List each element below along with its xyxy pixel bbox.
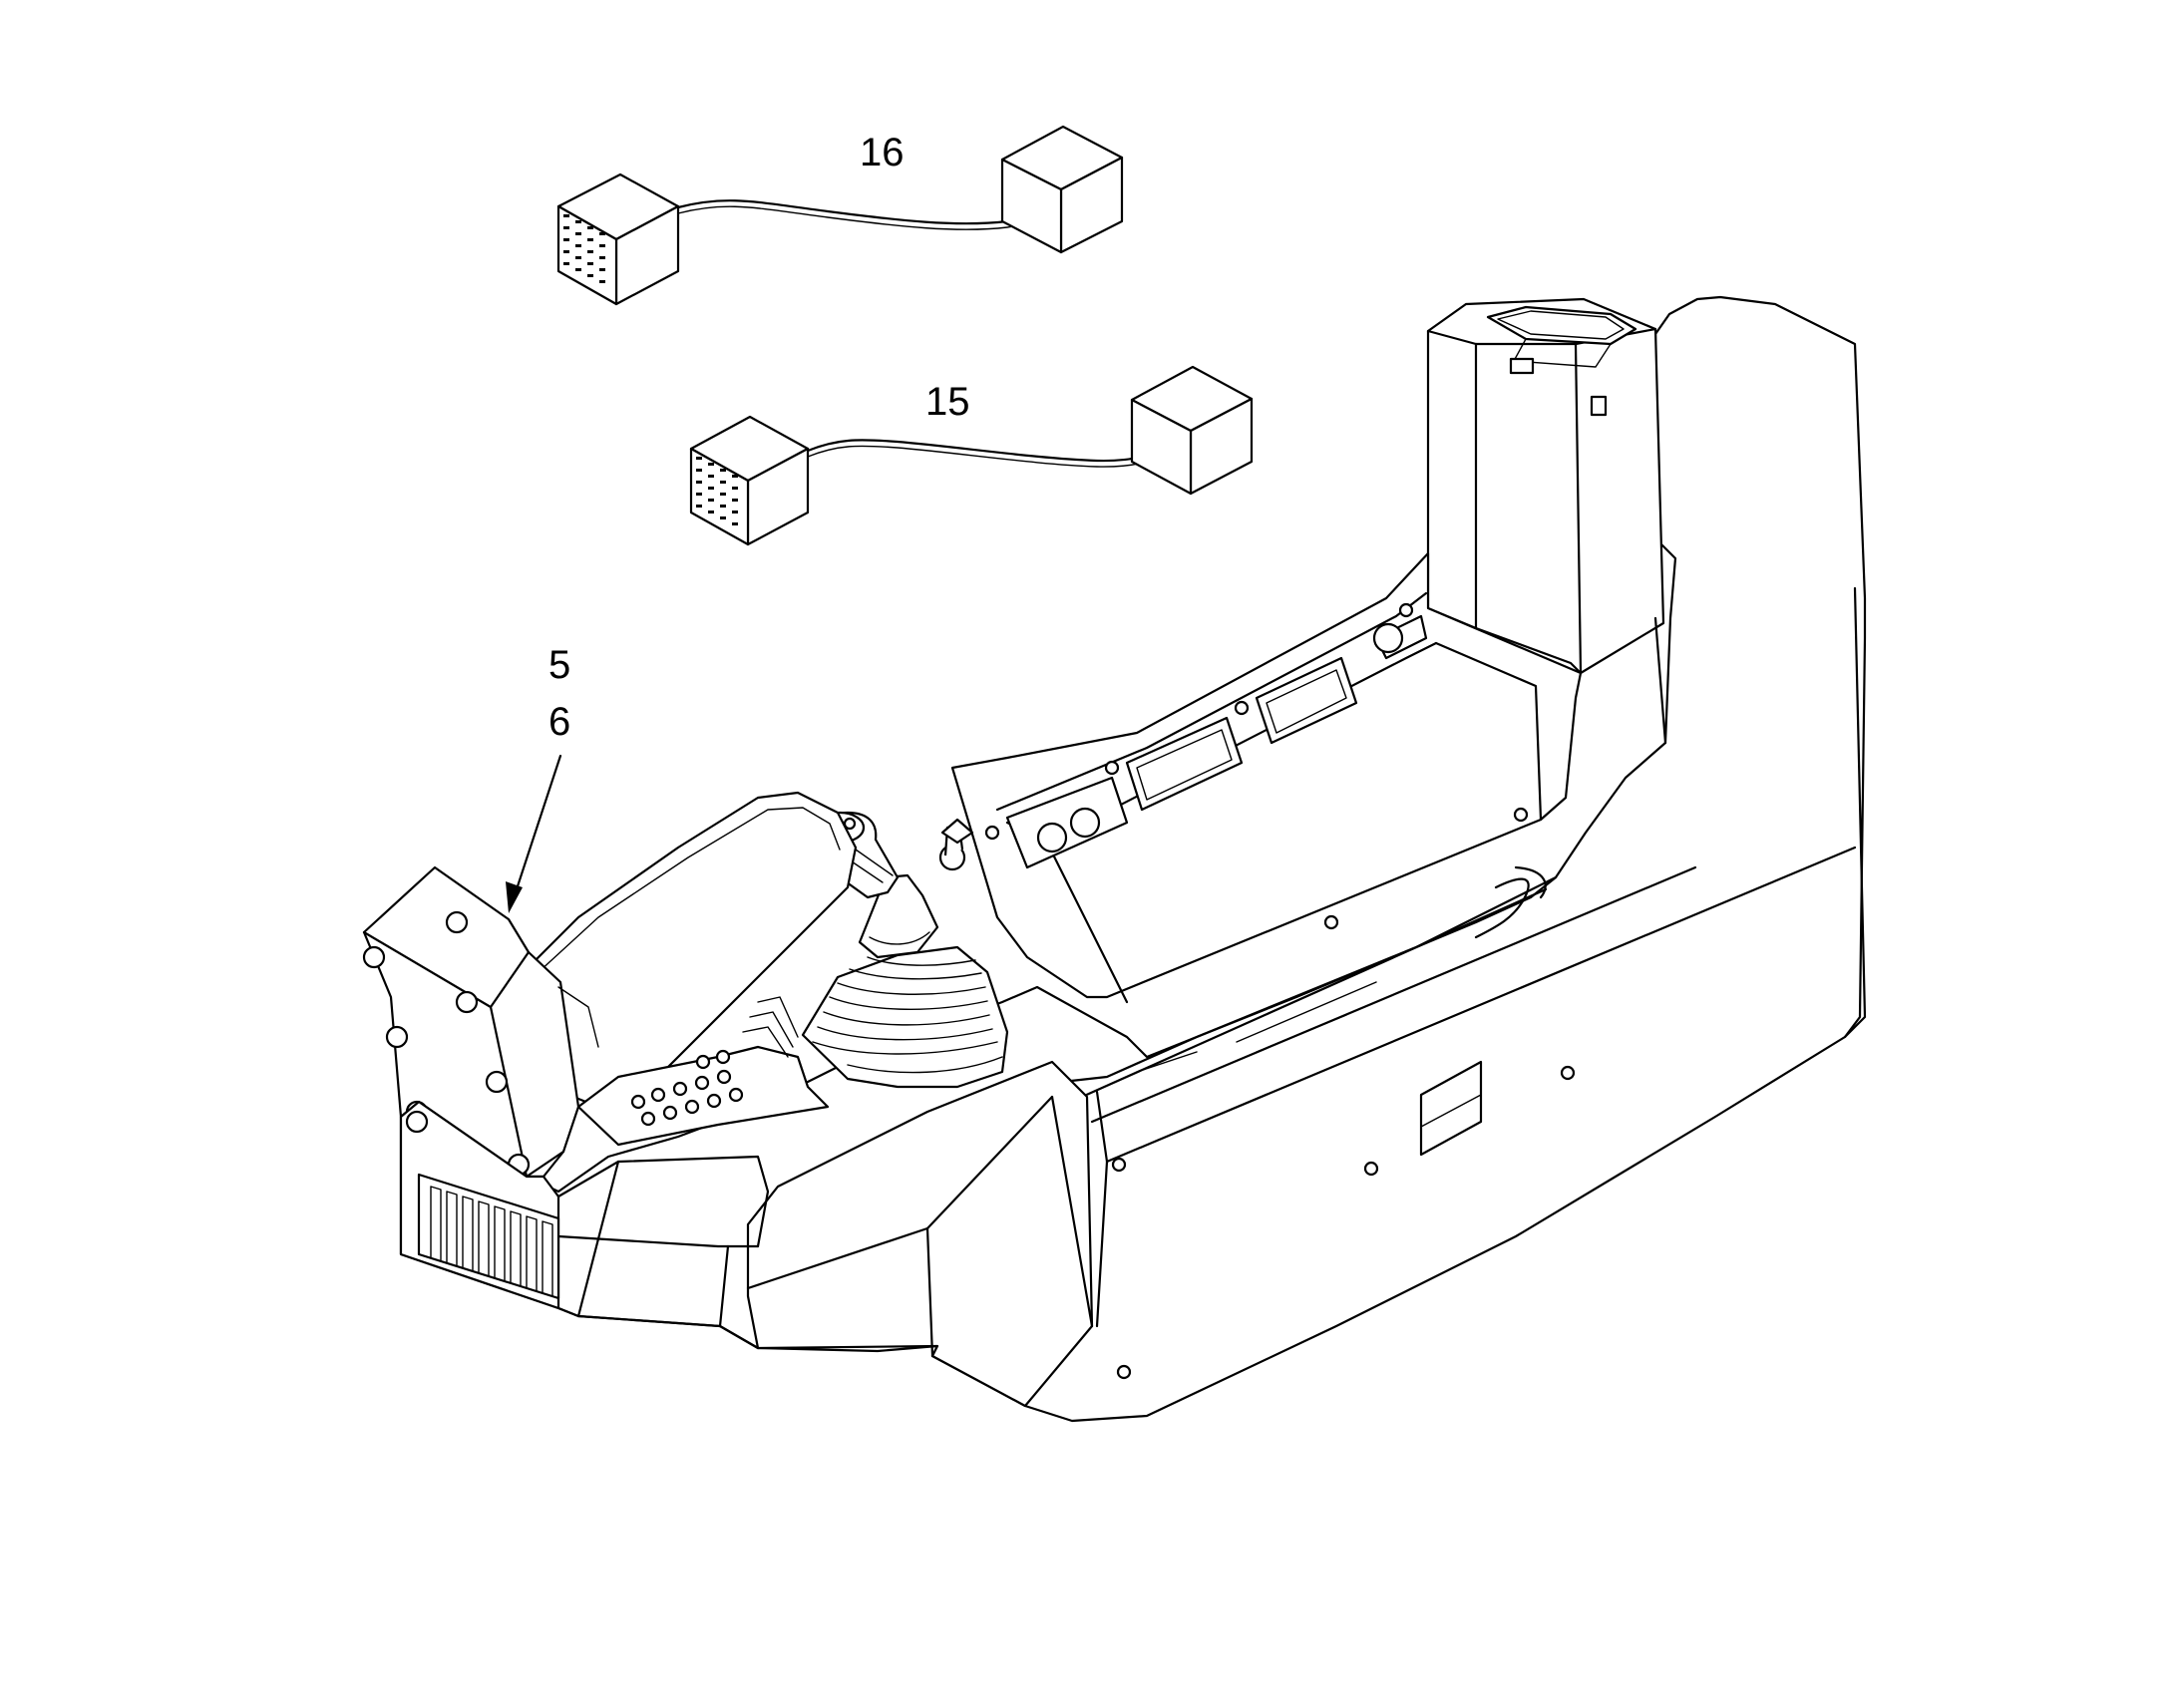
connector-pin [708, 499, 714, 502]
connector-pin [708, 487, 714, 490]
switch-knob [650, 1087, 666, 1103]
console-side-panel [1060, 846, 1857, 1380]
connector-pin [696, 469, 702, 472]
switch-knob [662, 1105, 678, 1121]
connector-pin [720, 505, 726, 508]
front-pod-base [399, 1100, 770, 1350]
console-rear-edge [1843, 586, 1867, 1039]
connector-pin [708, 475, 714, 478]
plug-connector-16 [1000, 125, 1124, 254]
connector-pin [575, 232, 581, 235]
connector-pin [599, 268, 605, 271]
connector-pin [732, 475, 738, 478]
connector-pin [563, 262, 569, 265]
armrest-tower [1426, 297, 1665, 675]
leader-line [513, 754, 562, 897]
connector-pin [563, 226, 569, 229]
connector-pin [599, 244, 605, 247]
connector-pin [720, 481, 726, 484]
switch-knob [694, 1075, 710, 1091]
connector-pin [587, 262, 593, 265]
vent-slat [430, 1186, 442, 1262]
connector-pin [575, 244, 581, 247]
front-corner-panel [746, 1060, 1094, 1408]
vent-slat [526, 1215, 538, 1292]
vent-slat [510, 1210, 522, 1287]
switch-knob [630, 1094, 646, 1110]
left-switch-panel [576, 996, 830, 1147]
connector-pin [732, 522, 738, 525]
connector-pin [563, 238, 569, 241]
wiring-harness-16: 16 [556, 125, 1124, 306]
connector-pin [732, 487, 738, 490]
switch-knob [728, 1087, 744, 1103]
connector-pin [599, 256, 605, 259]
plug-connector-15 [1130, 365, 1254, 496]
connector-pin [575, 256, 581, 259]
callout-15: 15 [925, 380, 970, 424]
switch-knob [695, 1054, 711, 1070]
operator-console [362, 295, 1867, 1423]
connector-pin [696, 493, 702, 496]
connector-pin [587, 274, 593, 277]
leader-arrowhead [506, 881, 523, 913]
connector-pin [732, 499, 738, 502]
callout-16: 16 [860, 131, 905, 174]
connector-pin [587, 226, 593, 229]
connector-pin [563, 214, 569, 217]
switch-knob [716, 1069, 732, 1085]
key-switch [938, 818, 974, 871]
console-deck [950, 551, 1583, 1004]
connector-pin [720, 493, 726, 496]
switch-knob [640, 1111, 656, 1127]
connector-pin [575, 268, 581, 271]
callout-6: 6 [548, 700, 570, 744]
switch-knob [672, 1081, 688, 1097]
vent-slat [462, 1196, 474, 1272]
connector-pin [708, 463, 714, 466]
connector-pin [599, 280, 605, 283]
connector-pin [708, 511, 714, 513]
switch-knob [684, 1099, 700, 1115]
left-control-box [362, 865, 599, 1179]
vent-slat [542, 1220, 553, 1297]
wiring-harness-15: 15 [689, 365, 1254, 546]
switch-knob [715, 1049, 731, 1065]
vent-slat [478, 1200, 490, 1277]
access-cover [1419, 1060, 1483, 1157]
vent-grille [417, 1173, 560, 1300]
connector-pin [587, 250, 593, 253]
callout-5-6-group: 5 6 [506, 643, 570, 913]
connector-pin [575, 220, 581, 223]
multi-pin-connector-16 [556, 172, 680, 306]
connector-pin [732, 511, 738, 513]
connector-pin [720, 469, 726, 472]
connector-pin [599, 232, 605, 235]
multi-pin-connector-15 [689, 415, 810, 546]
connector-pin [563, 250, 569, 253]
switch-knob [706, 1093, 722, 1109]
connector-pin [696, 481, 702, 484]
connector-pin [696, 457, 702, 460]
callout-5: 5 [548, 643, 570, 687]
connector-pin [587, 238, 593, 241]
connector-pin [720, 516, 726, 519]
connector-pin [696, 505, 702, 508]
joystick-boot [801, 945, 1009, 1089]
vent-slat [446, 1191, 458, 1267]
vent-slat [494, 1205, 506, 1282]
